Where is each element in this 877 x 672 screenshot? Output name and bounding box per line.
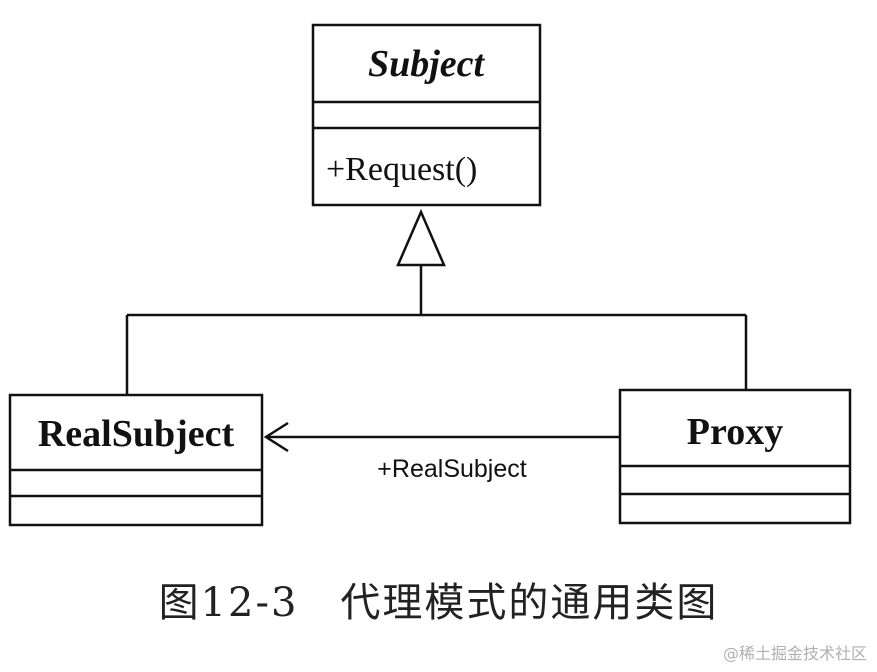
subject-class-box (311, 23, 542, 207)
realsubject-class: RealSubject (8, 393, 264, 527)
realsubject-class-name: RealSubject (38, 413, 235, 455)
proxy-class: Proxy (618, 388, 852, 525)
watermark: @稀土掘金技术社区 (722, 644, 867, 663)
figure-caption: 图12-3 代理模式的通用类图 (158, 580, 719, 626)
inheritance-arrowhead (396, 208, 446, 267)
subject-request-operation: +Request() (326, 151, 477, 188)
realsubject-class-box (8, 393, 264, 527)
subject-class-name: Subject (368, 43, 486, 85)
association-arrowhead (263, 421, 289, 453)
association: +RealSubject (263, 421, 620, 483)
subject-class: Subject +Request() (311, 23, 542, 207)
generalization (125, 208, 748, 395)
class-diagram: Subject +Request() RealSubject Proxy +Re… (8, 23, 852, 527)
proxy-class-box (618, 388, 852, 525)
proxy-class-name: Proxy (687, 411, 783, 453)
association-label: +RealSubject (377, 455, 526, 483)
